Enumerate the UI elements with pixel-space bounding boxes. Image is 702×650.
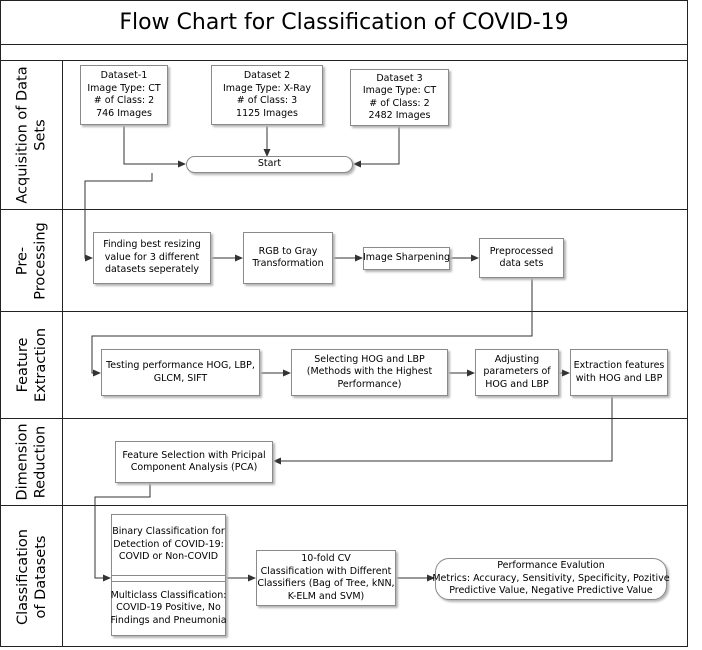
dataset-3-box: Dataset 3 Image Type: CT # of Class: 2 2… <box>350 69 449 126</box>
lane-label-preprocessing: Pre- Processing <box>15 221 49 300</box>
chart-title: Flow Chart for Classification of COVID-1… <box>119 9 569 35</box>
outer-border <box>0 0 688 647</box>
performance-metrics: Metrics: Accuracy, Sensitivity, Specific… <box>432 572 670 597</box>
arrow-start-resizing <box>84 173 153 262</box>
dataset-2-box: Dataset 2 Image Type: X-Ray # of Class: … <box>211 65 323 125</box>
extraction-features-box: Extraction features with HOG and LBP <box>570 349 668 396</box>
lane-label-dimension-reduction: Dimension Reduction <box>15 423 50 501</box>
performance-title: Performance Evalution <box>497 560 605 572</box>
resizing-box: Finding best resizing value for 3 differ… <box>93 232 211 284</box>
testing-performance-box: Testing performance HOG, LBP, GLCM, SIFT <box>101 349 260 396</box>
arrow-dataset3-start <box>353 126 400 168</box>
lane-label-acquisition: Acquisition of Data Sets <box>15 66 50 204</box>
arrow-preprocessed-testing <box>91 278 533 377</box>
pca-box: Feature Selection with Pricipal Componen… <box>115 441 273 483</box>
lane-label-classification: Classification of Datasets <box>15 528 50 625</box>
arrow-pca-classification <box>94 483 151 582</box>
classification-separator <box>112 575 225 582</box>
ten-fold-cv-box: 10-fold CV Classification with Different… <box>256 550 396 606</box>
adjusting-parameters-box: Adjusting parameters of HOG and LBP <box>475 349 559 396</box>
preprocessed-datasets-box: Preprocessed data sets <box>479 238 564 278</box>
arrow-dataset1-start <box>123 126 186 168</box>
multiclass-classification-text: Multiclass Classification: COVID-19 Posi… <box>110 589 227 626</box>
rgb-to-gray-box: RGB to Gray Transformation <box>243 232 333 284</box>
performance-evaluation-box: Performance Evalution Metrics: Accuracy,… <box>432 558 670 600</box>
classification-type-box: Binary Classification for Detection of C… <box>110 514 227 636</box>
start-terminal: Start <box>186 156 353 173</box>
lane-label-feature-extraction: Feature Extraction <box>15 327 49 403</box>
arrow-extraction-pca <box>273 396 613 465</box>
binary-classification-text: Binary Classification for Detection of C… <box>112 515 225 576</box>
dataset-1-box: Dataset-1 Image Type: CT # of Class: 2 7… <box>80 65 168 125</box>
selecting-hog-lbp-box: Selecting HOG and LBP (Methods with the … <box>291 349 448 396</box>
image-sharpening-box: Image Sharpening <box>363 247 450 270</box>
